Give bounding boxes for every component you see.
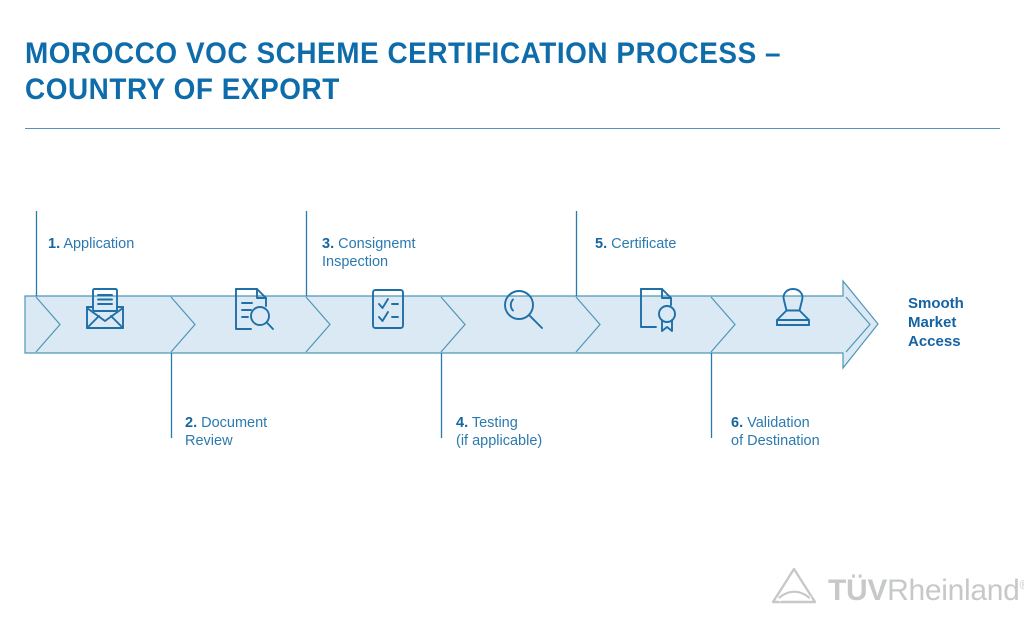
chevron-separator <box>575 296 601 353</box>
step-number-3: 3. <box>322 235 335 252</box>
step-label-4: 4. Testing (if applicable) <box>456 395 542 451</box>
brand-logo-registered: ® <box>1020 577 1024 592</box>
checklist-icon <box>360 281 416 337</box>
arrow-shape <box>24 279 879 370</box>
step-label-6: 6. Validation of Destination <box>731 395 820 451</box>
step-label-3: 3. Consignemt Inspection <box>322 216 416 272</box>
document-search-icon <box>224 281 280 337</box>
magnifier-icon <box>495 281 551 337</box>
brand-logo: TÜVRheinland® <box>770 563 1024 613</box>
stamp-icon <box>765 281 821 337</box>
tuv-rheinland-triangle-icon <box>770 566 818 611</box>
chevron-separator <box>440 296 466 353</box>
step-text-5: Certificate <box>607 235 677 252</box>
chevron-separator <box>35 296 61 353</box>
step-number-1: 1. <box>48 235 61 252</box>
brand-logo-wordmark: TÜVRheinland® <box>828 569 1024 607</box>
certificate-seal-icon <box>630 281 686 337</box>
step-number-5: 5. <box>595 235 608 252</box>
step-label-2: 2. Document Review <box>185 395 267 451</box>
step-text-3: Consignemt Inspection <box>322 235 416 271</box>
process-arrow-band <box>24 211 879 438</box>
process-diagram: 1. Application 3. Consignemt Inspection … <box>0 180 1024 450</box>
step-label-5: 5. Certificate <box>595 216 676 253</box>
chevron-separator <box>710 296 736 353</box>
step-number-6: 6. <box>731 414 744 431</box>
chevron-separator <box>845 296 871 353</box>
step-number-4: 4. <box>456 414 469 431</box>
step-label-1: 1. Application <box>48 216 134 253</box>
chevron-separator <box>170 296 196 353</box>
step-text-2: Document Review <box>185 414 268 450</box>
brand-logo-rheinland: Rheinland <box>887 574 1020 607</box>
outcome-label: Smooth Market Access <box>908 295 964 350</box>
step-text-1: Application <box>60 235 135 252</box>
brand-logo-tuv: TÜV <box>828 574 888 607</box>
page-title: Morocco VOC Scheme Certification Process… <box>25 37 782 106</box>
step-text-6: Validation of Destination <box>731 414 820 450</box>
step-text-4: Testing (if applicable) <box>456 414 543 450</box>
chevron-separator <box>305 296 331 353</box>
header-divider <box>25 128 1000 129</box>
envelope-letter-icon <box>77 281 133 337</box>
step-number-2: 2. <box>185 414 198 431</box>
